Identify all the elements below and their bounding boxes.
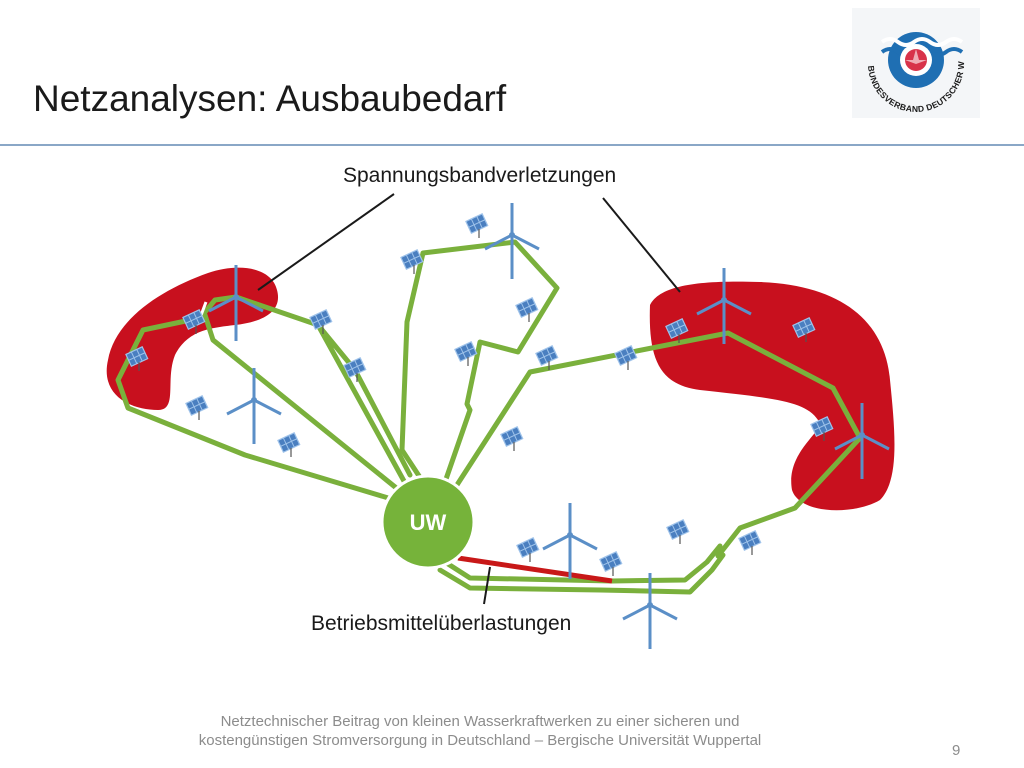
pv-panel-icon xyxy=(614,345,638,371)
voltage-violation-label: Spannungsbandverletzungen xyxy=(343,164,617,187)
footer-line-1: Netztechnischer Beitrag von kleinen Wass… xyxy=(220,713,740,730)
pv-panel-icon xyxy=(599,551,623,577)
pv-panel-icon xyxy=(516,537,540,563)
slide-title: Netzanalysen: Ausbaubedarf xyxy=(33,78,507,119)
substation-label: UW xyxy=(410,510,447,535)
wind-turbine-icon xyxy=(541,501,599,581)
pv-panel-icon xyxy=(738,530,762,556)
page-number: 9 xyxy=(952,742,961,759)
pv-panel-icon xyxy=(500,426,524,452)
voltage-pointer-right xyxy=(602,197,681,293)
grid-diagram: UW xyxy=(106,193,895,651)
wind-turbine-icon xyxy=(225,366,283,446)
pv-panel-icon xyxy=(277,432,301,458)
overloaded-line xyxy=(457,555,613,584)
footer-line-2: kostengünstigen Stromversorgung in Deuts… xyxy=(198,732,762,749)
grid-lines xyxy=(115,239,863,595)
pv-panel-icon xyxy=(666,519,690,545)
wind-turbine-icon xyxy=(483,201,541,281)
bdw-logo: BUNDESVERBAND DEUTSCHER WASSERKRAFTWERKE xyxy=(852,8,980,118)
footer-citation: Netztechnischer Beitrag von kleinen Wass… xyxy=(140,712,820,750)
pv-panel-icon xyxy=(515,297,539,323)
feeder-left-inner xyxy=(202,312,408,498)
feeder-left-outer xyxy=(115,294,398,503)
pv-panel-icon xyxy=(185,395,209,421)
overload-label: Betriebsmittelüberlastungen xyxy=(311,612,572,635)
feeder-mid-left xyxy=(315,322,413,495)
feeder-right xyxy=(452,330,863,559)
overload-pointer xyxy=(483,566,491,605)
voltage-violation-area-left xyxy=(106,267,279,410)
wind-turbine-icon xyxy=(621,571,679,651)
pv-panel-icon xyxy=(465,213,489,239)
voltage-pointer-left xyxy=(257,193,395,291)
voltage-violation-area-right xyxy=(649,281,895,511)
substation-node xyxy=(380,474,476,570)
feeder-mid xyxy=(399,239,560,488)
title-divider xyxy=(0,144,1024,146)
feeder-bottom-outer xyxy=(437,552,726,595)
